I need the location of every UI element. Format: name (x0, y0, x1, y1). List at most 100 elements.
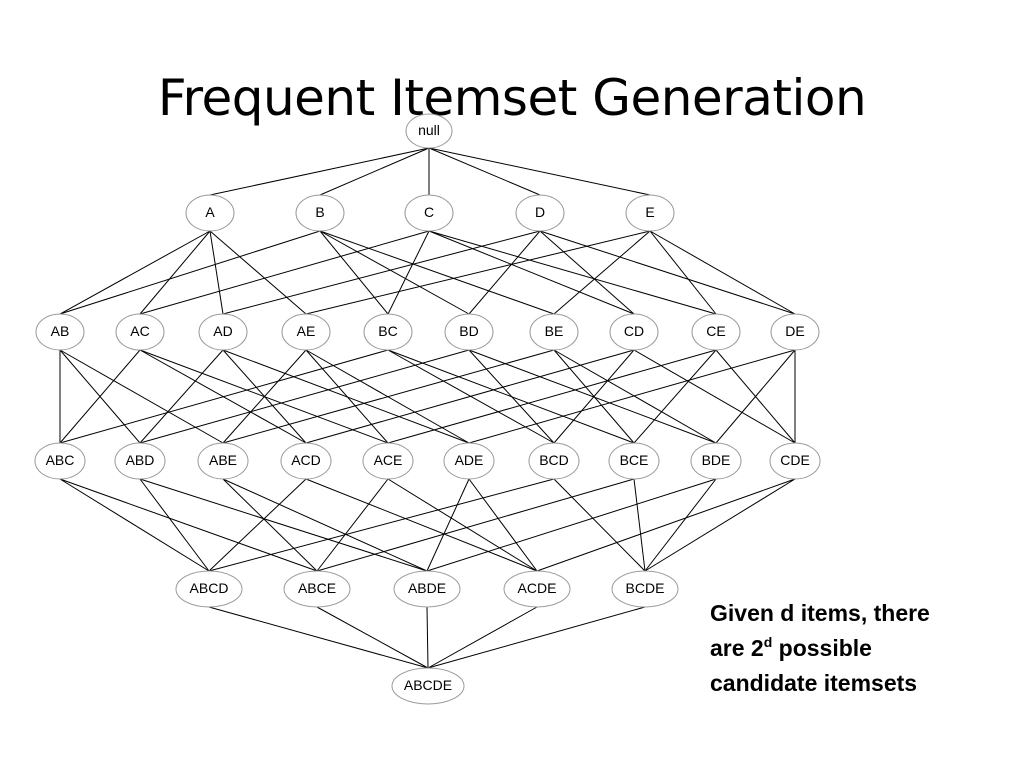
node-label: BCE (620, 452, 649, 468)
node-ac: AC (115, 313, 165, 351)
edge-ce-bce (633, 349, 717, 444)
edge-acd-acde (305, 478, 538, 572)
note-exponent: d (763, 634, 773, 650)
edge-bcd-abcd (208, 478, 555, 572)
note-line-2-suffix: possible (772, 635, 872, 661)
node-ellipse (691, 313, 741, 351)
node-label: B (315, 204, 324, 220)
edge-c-ce (428, 230, 717, 315)
node-label: BDE (702, 452, 731, 468)
node-bd: BD (444, 313, 494, 351)
node-c: C (404, 194, 454, 232)
node-label: BC (378, 323, 397, 339)
edge-e-de (649, 230, 796, 315)
edge-abde-abcde (426, 606, 429, 669)
edge-bcd-bcde (553, 478, 646, 572)
node-label: ACDE (518, 580, 557, 596)
edge-acde-abcde (427, 606, 538, 669)
node-ellipse (175, 570, 243, 608)
edge-a-ae (209, 230, 307, 315)
node-label: A (205, 204, 215, 220)
node-ce: CE (691, 313, 741, 351)
node-abe: ABE (197, 442, 249, 480)
edge-c-cd (428, 230, 635, 315)
edge-null-d (428, 147, 541, 196)
note-line-1: Given d items, there (710, 600, 930, 626)
edge-d-cd (539, 230, 635, 315)
node-e: E (625, 194, 675, 232)
edge-e-ae (305, 230, 651, 315)
node-label: ACD (291, 452, 321, 468)
node-label: BE (545, 323, 564, 339)
node-ae: AE (281, 313, 331, 351)
node-de: DE (770, 313, 820, 351)
node-abce: ABCE (283, 570, 351, 608)
edge-cd-bcd (553, 349, 635, 444)
node-ellipse (444, 313, 494, 351)
edge-null-a (209, 147, 430, 196)
edge-abc-abce (59, 478, 318, 572)
node-cd: CD (609, 313, 659, 351)
node-label: ABD (126, 452, 155, 468)
edge-acd-abcd (208, 478, 307, 572)
node-label: AC (130, 323, 149, 339)
edge-b-be (319, 230, 555, 315)
node-bce: BCE (608, 442, 660, 480)
node-ellipse (404, 194, 454, 232)
node-cde: CDE (769, 442, 821, 480)
node-label: CE (706, 323, 725, 339)
node-ellipse (611, 570, 679, 608)
edge-ae-abe (222, 349, 307, 444)
node-ellipse (114, 442, 166, 480)
slide-title: Frequent Itemset Generation (157, 69, 867, 127)
node-abcd: ABCD (175, 570, 243, 608)
node-label: ABDE (408, 580, 446, 596)
node-ellipse (295, 194, 345, 232)
node-bc: BC (363, 313, 413, 351)
edge-b-ab (59, 230, 321, 315)
node-label: BCDE (626, 580, 665, 596)
node-label: ACE (374, 452, 403, 468)
edge-cde-bcde (644, 478, 796, 572)
node-label: null (418, 122, 440, 138)
node-be: BE (529, 313, 579, 351)
node-ellipse (280, 442, 332, 480)
node-bde: BDE (690, 442, 742, 480)
node-ellipse (391, 667, 465, 705)
node-label: ABCE (298, 580, 336, 596)
edge-ace-acde (387, 478, 538, 572)
edge-ce-ace (387, 349, 717, 444)
edge-bd-bcd (468, 349, 555, 444)
edge-be-abe (222, 349, 555, 444)
node-ade: ADE (443, 442, 495, 480)
edge-b-bd (319, 230, 470, 315)
node-ellipse (625, 194, 675, 232)
edge-abd-abde (139, 478, 428, 572)
node-label: ABC (46, 452, 75, 468)
edge-b-bc (319, 230, 389, 315)
edge-bce-bcde (633, 478, 646, 572)
node-ellipse (528, 442, 580, 480)
edge-d-ad (222, 230, 541, 315)
edge-abe-abde (222, 478, 428, 572)
node-ellipse (363, 313, 413, 351)
note-line-2: are 2d possible (710, 631, 1010, 666)
edge-de-bde (715, 349, 796, 444)
edge-a-ad (209, 230, 224, 315)
edge-cde-acde (536, 478, 796, 572)
edge-ad-ade (222, 349, 470, 444)
node-label: ABCDE (404, 677, 452, 693)
node-label: E (645, 204, 654, 220)
node-ellipse (362, 442, 414, 480)
edge-d-de (539, 230, 796, 315)
node-label: CD (624, 323, 644, 339)
edge-ade-abde (426, 478, 470, 572)
node-a: A (185, 194, 235, 232)
node-ellipse (609, 313, 659, 351)
edge-bde-bcde (644, 478, 717, 572)
edge-null-e (428, 147, 651, 196)
edge-bc-abc (59, 349, 389, 444)
edge-d-bd (468, 230, 541, 315)
node-ellipse (35, 313, 85, 351)
